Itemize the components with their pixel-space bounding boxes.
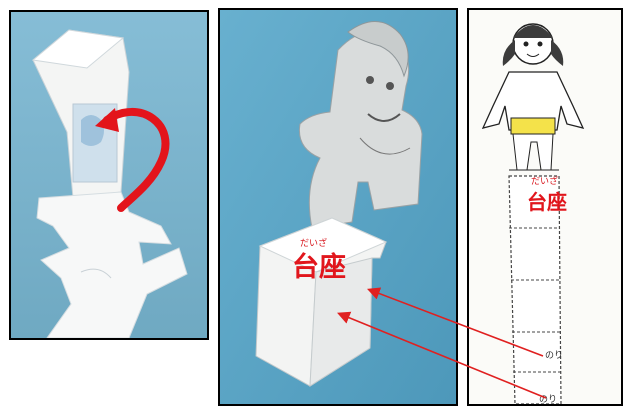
base-label: 台座 [527, 190, 567, 214]
glue-tab-label: のり [545, 351, 564, 361]
photo-assembled-figure: だいざ 台座 [218, 8, 458, 406]
figure-net-drawing [469, 10, 621, 404]
curved-arrow-icon [103, 107, 170, 212]
arrow-to-base-top [367, 287, 544, 357]
photo-folding-step [9, 10, 209, 340]
folded-paper-photo [11, 12, 207, 338]
drawing-net-template: だいざ 台座 のり のり [467, 8, 623, 406]
label-ruby: だいざ [300, 239, 328, 249]
arrow-to-base-side [337, 311, 547, 399]
assembled-figure-photo [220, 10, 456, 404]
glue-tab-label: のり [539, 395, 558, 405]
base-label: 台座 [292, 252, 346, 283]
label-ruby: だいざ [531, 177, 559, 187]
